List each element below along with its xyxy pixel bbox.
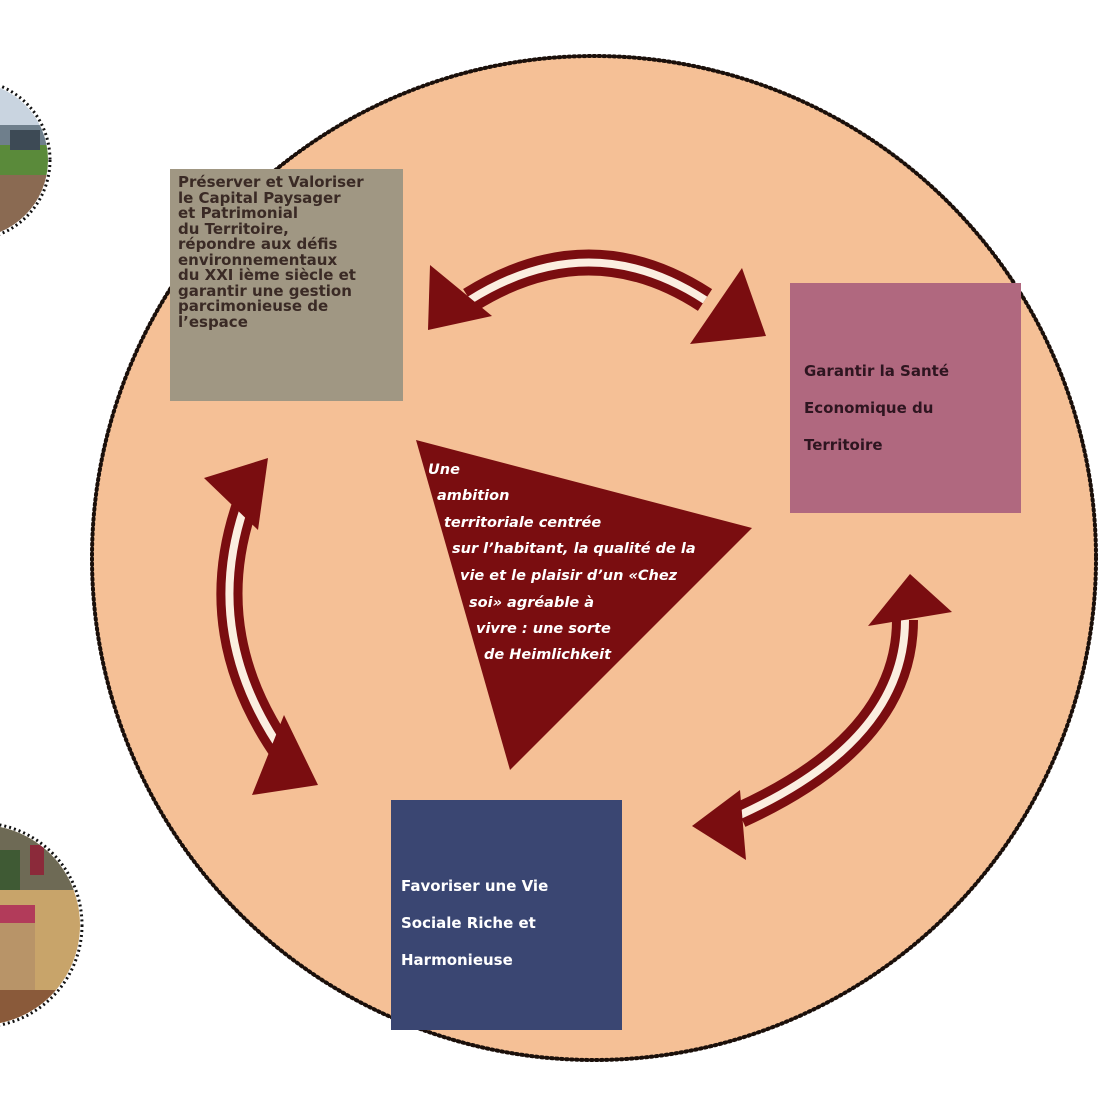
box-environment: Préserver et Valoriser le Capital Paysag… xyxy=(170,169,403,401)
box-economy-line: Territoire xyxy=(804,436,883,454)
arrow-economy-social xyxy=(692,574,952,860)
box-environment-line: l’espace xyxy=(178,312,248,331)
photo-thumbnail-top xyxy=(0,82,52,238)
center-text: Une ambition territoriale centrée sur l’… xyxy=(428,462,701,663)
box-social-line: Sociale Riche et xyxy=(401,914,536,932)
center-line-3: territoriale centrée xyxy=(444,515,601,531)
box-economy-line: Economique du xyxy=(804,399,934,417)
center-triangle xyxy=(416,440,752,770)
box-social-line: Favoriser une Vie xyxy=(401,877,549,895)
arrow-environment-social xyxy=(204,458,318,795)
arrow-environment-economy xyxy=(428,249,766,344)
center-line-6: soi» agréable à xyxy=(469,595,594,611)
box-environment-line: parcimonieuse de xyxy=(178,297,329,315)
box-social: Favoriser une Vie Sociale Riche et Harmo… xyxy=(391,800,622,1030)
box-environment-line: garantir une gestion xyxy=(178,281,352,300)
box-environment-line: environnementaux xyxy=(178,250,338,269)
center-line-1: Une xyxy=(428,462,460,478)
box-environment-line: et Patrimonial xyxy=(178,204,299,222)
center-line-8: de Heimlichkeit xyxy=(484,647,612,663)
center-line-7: vivre : une sorte xyxy=(476,621,611,637)
center-line-2: ambition xyxy=(437,488,509,504)
box-environment-line: Préserver et Valoriser xyxy=(178,173,364,191)
box-social-line: Harmonieuse xyxy=(401,951,513,969)
box-economy-line: Garantir la Santé xyxy=(804,362,949,380)
box-economy: Garantir la Santé Economique du Territoi… xyxy=(790,283,1021,513)
box-environment-line: du Territoire, xyxy=(178,219,289,238)
box-environment-line: répondre aux défis xyxy=(178,235,338,253)
photo-thumbnail-bottom xyxy=(0,823,84,1027)
center-line-4: sur l’habitant, la qualité de la xyxy=(452,541,696,557)
box-environment-line: du XXI ième siècle et xyxy=(178,266,356,284)
center-line-5: vie et le plaisir d’un «Chez xyxy=(460,568,678,584)
box-environment-line: le Capital Paysager xyxy=(178,188,341,207)
